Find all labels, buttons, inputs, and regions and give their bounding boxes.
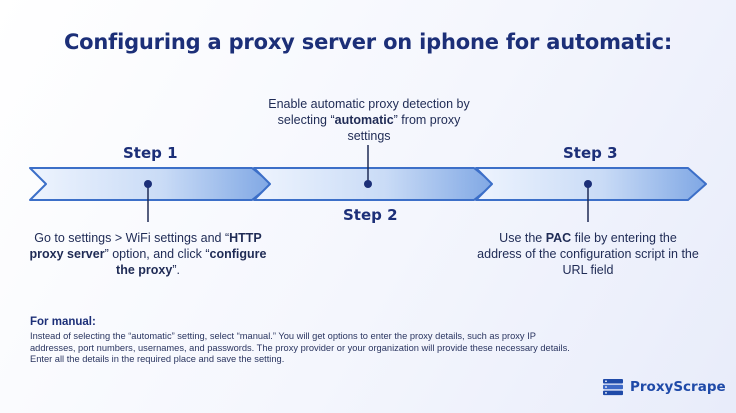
step-3-desc-part: file by entering the address of the conf… (477, 231, 699, 277)
step-3-desc-part: Use the (499, 231, 546, 245)
manual-body: Instead of selecting the “automatic” set… (30, 331, 570, 364)
step-1-desc-part: ” option, and click “ (104, 247, 210, 261)
step-2-description: Enable automatic proxy detection by sele… (256, 96, 482, 144)
step-2-desc-part: Enable automatic proxy detection by sele… (268, 97, 470, 127)
step-2-desc-part: automatic (334, 113, 394, 127)
step-1-dot (144, 180, 152, 188)
step-1-desc-part: Go to settings > WiFi settings and “ (34, 231, 230, 245)
manual-heading: For manual: (30, 316, 96, 328)
step-3-desc-part: PAC (545, 231, 572, 245)
step-3-label: Step 3 (563, 144, 618, 162)
server-stack-icon (603, 379, 623, 396)
step-2-desc-part: ” from proxy settings (347, 113, 461, 143)
step-1-desc-part: ”. (172, 263, 180, 277)
step-1-desc-part: configure the proxy (116, 247, 267, 277)
step-2-dot (364, 180, 372, 188)
logo-text: ProxyScrape (630, 379, 726, 395)
step-3-description: Use the PAC file by entering the address… (476, 230, 700, 278)
step-2-label: Step 2 (343, 206, 398, 224)
step-1-desc-part: HTTP proxy server (29, 231, 262, 261)
step-2-chevron (253, 167, 495, 201)
proxyscrape-logo: ProxyScrape (602, 378, 726, 396)
step-1-label: Step 1 (123, 144, 178, 162)
step-3-dot (584, 180, 592, 188)
step-1-description: Go to settings > WiFi settings and “HTTP… (28, 230, 268, 278)
page-title: Configuring a proxy server on iphone for… (63, 30, 673, 54)
